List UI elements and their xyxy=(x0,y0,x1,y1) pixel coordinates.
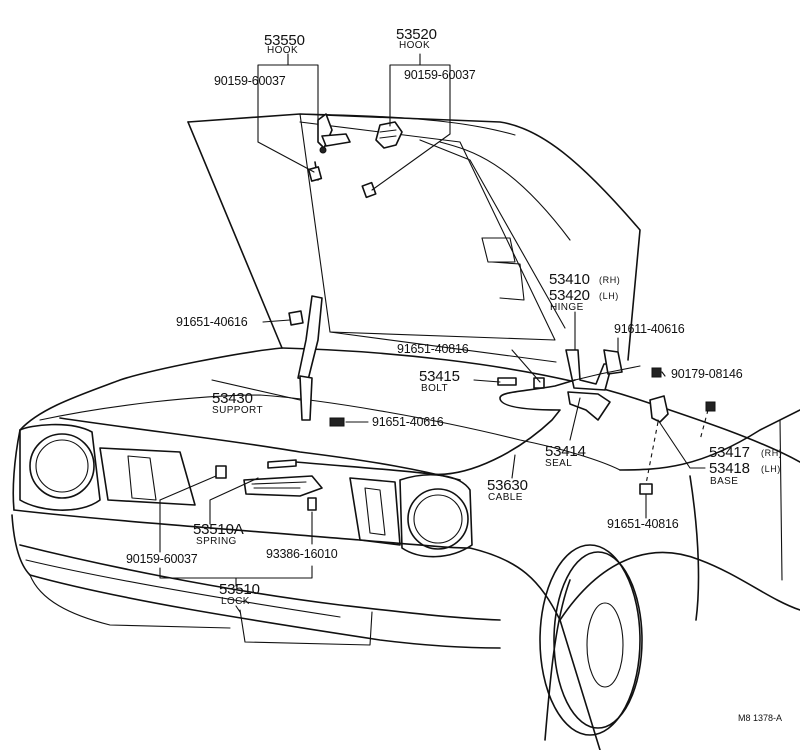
hinge-rh-number: 53410 xyxy=(549,271,590,288)
nut-base-number: 90179-08146 xyxy=(671,367,743,381)
hook-lh-part xyxy=(307,113,351,182)
bolt-support-upper-number: 91651-40616 xyxy=(176,315,248,329)
release-cable xyxy=(295,365,641,476)
hook-rh-number: 53520 xyxy=(396,26,437,43)
screw-lock-number: 90159-60037 xyxy=(126,552,198,566)
cable-name: CABLE xyxy=(488,492,523,503)
base-rh-number: 53417 xyxy=(709,444,750,461)
bolt-lock-number: 93386-16010 xyxy=(266,547,338,561)
headlamp-right xyxy=(399,474,473,558)
spring-name: SPRING xyxy=(196,536,237,547)
hinge-rh-side: (RH) xyxy=(599,275,621,285)
support-rod xyxy=(288,295,345,427)
figure-reference: M8 1378-A xyxy=(738,713,783,723)
lock-number: 53510 xyxy=(219,581,260,598)
bolt-hinge-right-number: 91611-40616 xyxy=(614,322,685,336)
hinge-lh-side: (LH) xyxy=(599,291,619,301)
hook-rh-name: HOOK xyxy=(399,40,431,51)
seal-number: 53414 xyxy=(545,443,586,460)
lock-part xyxy=(215,459,323,511)
hook-rh-part xyxy=(361,121,403,199)
base-lh-side: (LH) xyxy=(761,464,781,474)
hook-lh-name: HOOK xyxy=(267,45,299,56)
hinge-name: HINGE xyxy=(550,302,584,313)
headlamp-left xyxy=(19,423,101,511)
spring-number: 53510A xyxy=(193,521,244,538)
support-name: SUPPORT xyxy=(212,405,263,416)
base-lh-number: 53418 xyxy=(709,460,750,477)
bolt-number: 53415 xyxy=(419,368,460,385)
cable-number: 53630 xyxy=(487,477,528,494)
hinge-part xyxy=(497,349,716,495)
hook-lh-number: 53550 xyxy=(264,32,305,49)
leader-lines xyxy=(159,53,709,613)
bolt-hinge-left-number: 91651-40816 xyxy=(397,342,469,356)
support-number: 53430 xyxy=(212,390,253,407)
screw-hook-lh-number: 90159-60037 xyxy=(214,74,286,88)
lock-name: LOCK xyxy=(221,596,250,607)
screw-hook-rh-number: 90159-60037 xyxy=(404,68,476,82)
seal-name: SEAL xyxy=(545,458,573,469)
base-name: BASE xyxy=(710,476,739,487)
bolt-support-lower-number: 91651-40616 xyxy=(372,415,444,429)
bolt-name: BOLT xyxy=(421,383,448,394)
front-wheel xyxy=(539,544,643,741)
bolt-base-lower-number: 91651-40816 xyxy=(607,517,679,531)
hood-panel xyxy=(187,113,641,363)
car-body xyxy=(11,347,800,750)
hinge-lh-number: 53420 xyxy=(549,287,590,304)
base-rh-side: (RH) xyxy=(761,448,783,458)
